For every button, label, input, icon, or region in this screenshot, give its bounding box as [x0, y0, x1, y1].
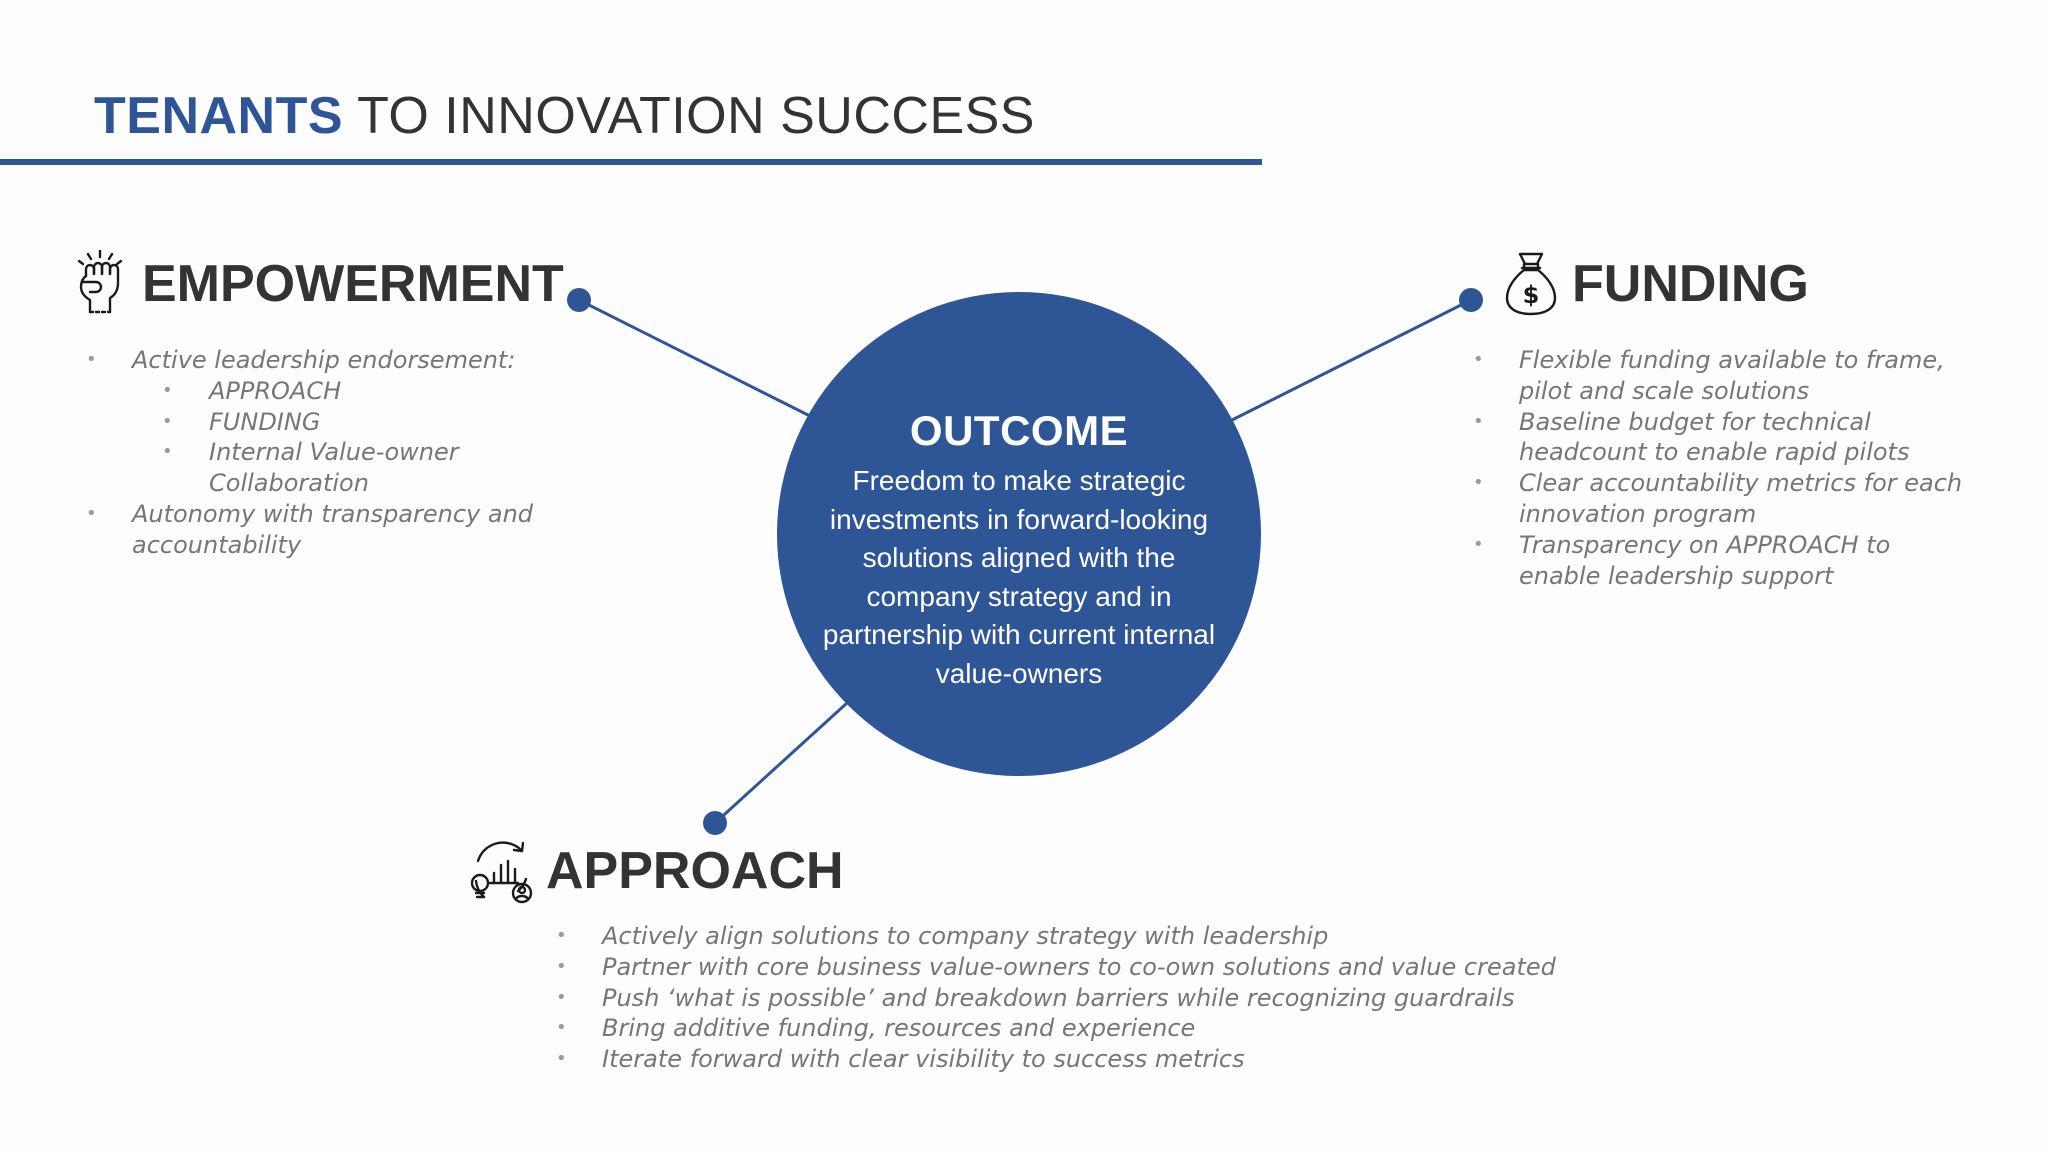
- title-rest: TO INNOVATION SUCCESS: [343, 87, 1035, 145]
- title-underline: [0, 159, 1262, 165]
- bullet-dot: •: [1473, 349, 1484, 370]
- list-item: • Transparency on APPROACH to enable lead…: [1473, 530, 1979, 592]
- bullet-dot: •: [556, 955, 567, 977]
- list-item: • Clear accountability metrics for each i…: [1473, 468, 1979, 530]
- list-item: • Baseline budget for technical headcount…: [1473, 407, 1979, 469]
- bullet-dot: •: [1473, 410, 1484, 432]
- connector-funding: [1231, 298, 1472, 422]
- outcome-title: OUTCOME: [909, 407, 1129, 454]
- bullet-text: Flexible funding available to frame, pil…: [1519, 346, 1945, 405]
- bullet-dot: •: [162, 410, 173, 432]
- bullet-dot: •: [162, 441, 173, 463]
- bullet-text: Push ‘what is possible’ and breakdown ba…: [602, 983, 1515, 1012]
- bullet-dot: •: [1473, 472, 1484, 494]
- bullet-text: Baseline budget for technical headcount …: [1519, 407, 1910, 467]
- bullet-text: Autonomy with transparency and accountab…: [132, 499, 534, 559]
- outcome-body: Freedom to make strategic investments in…: [822, 465, 1216, 689]
- bullet-text: Clear accountability metrics for each in…: [1519, 469, 1963, 528]
- connector-empowerment: [578, 298, 813, 419]
- node-empowerment: [567, 288, 591, 312]
- list-item: • Iterate forward with clear visibility t…: [556, 1044, 1682, 1075]
- bullet-text: Internal Value-owner Collaboration: [209, 438, 459, 498]
- list-item: • APPROACH: [162, 376, 552, 407]
- approach-bullets: • Actively align solutions to company str…: [556, 921, 1682, 1075]
- bullet-text: Transparency on APPROACH to enable leade…: [1519, 530, 1891, 590]
- empowerment-label: EMPOWERMENT: [142, 255, 564, 313]
- list-item: • FUNDING: [162, 407, 552, 438]
- approach-label: APPROACH: [546, 842, 844, 900]
- bullet-text: Actively align solutions to company stra…: [602, 922, 1329, 950]
- bullet-text: Iterate forward with clear visibility to…: [602, 1045, 1245, 1074]
- raised-fist-icon: [77, 249, 123, 314]
- bullet-dot: •: [556, 986, 567, 1008]
- bullet-dot: •: [556, 1017, 567, 1039]
- bullet-text: Active leadership endorsement:: [132, 346, 516, 374]
- bullet-dot: •: [86, 502, 97, 524]
- list-item: • Flexible funding available to frame, pi…: [1473, 345, 1979, 407]
- node-funding: [1459, 288, 1483, 312]
- node-approach: [703, 811, 727, 835]
- strategy-cycle-icon: [470, 841, 533, 904]
- bullet-text: Bring additive funding, resources and ex…: [602, 1014, 1196, 1043]
- outcome-circle: OUTCOME Freedom to make strategic invest…: [777, 292, 1261, 776]
- approach-heading: APPROACH: [466, 835, 844, 907]
- funding-label: FUNDING: [1572, 255, 1809, 313]
- list-item: • Actively align solutions to company str…: [556, 921, 1682, 952]
- money-bag-icon: $: [1505, 252, 1557, 316]
- list-item: • Partner with core business value-owners…: [556, 952, 1682, 983]
- list-item: • Active leadership endorsement:: [86, 345, 552, 376]
- funding-bullets: • Flexible funding available to frame, pi…: [1473, 345, 1979, 592]
- funding-heading: $ FUNDING: [1500, 248, 1809, 320]
- bullet-dot: •: [162, 379, 173, 401]
- svg-text:$: $: [1523, 281, 1540, 309]
- connector-approach: [713, 701, 849, 825]
- empowerment-bullets: • Active leadership endorsement: • APPROAC…: [86, 345, 552, 561]
- list-item: • Bring additive funding, resources and e…: [556, 1013, 1682, 1044]
- list-item: • Autonomy with transparency and accounta…: [86, 499, 552, 561]
- bullet-text: APPROACH: [209, 376, 342, 405]
- list-item: • Push ‘what is possible’ and breakdown b…: [556, 983, 1682, 1014]
- empowerment-heading: EMPOWERMENT: [70, 248, 564, 320]
- title-accent: TENANTS: [94, 87, 344, 145]
- list-item: • Internal Value-owner Collaboration: [162, 437, 552, 499]
- bullet-dot: •: [86, 349, 97, 370]
- bullet-text: Partner with core business value-owners …: [602, 952, 1556, 981]
- bullet-dot: •: [1473, 533, 1484, 555]
- bullet-text: FUNDING: [209, 407, 321, 436]
- bullet-dot: •: [556, 925, 567, 946]
- slide-title: TENANTS TO INNOVATION SUCCESS: [94, 86, 1035, 146]
- bullet-dot: •: [556, 1048, 567, 1070]
